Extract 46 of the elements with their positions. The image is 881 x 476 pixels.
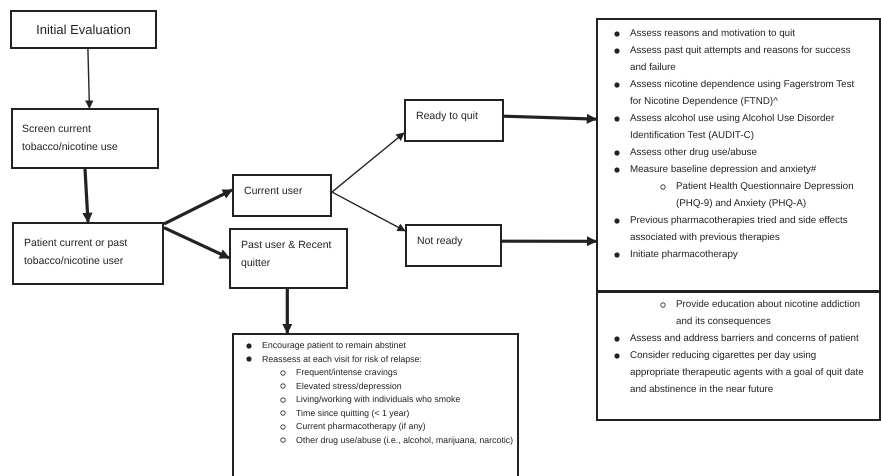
list-item: Assess alcohol use using Alcohol Use Disorder Identification Test (AUDIT-C) <box>630 113 834 141</box>
list-item: Frequent/intense cravings <box>296 367 398 377</box>
list-item: Elevated stress/depression <box>296 380 402 390</box>
list-box <box>596 291 881 421</box>
list-item: Assess past quit attempts and reasons for success and failure <box>630 45 851 73</box>
list-item: Time since quitting (< 1 year) <box>296 408 410 418</box>
arrow <box>163 188 233 226</box>
list-item: Current pharmacotherapy (if any) <box>296 421 426 431</box>
box-label: Not ready <box>417 234 464 249</box>
list-item: Assess other drug use/abuse <box>630 147 757 158</box>
arrow <box>85 48 94 109</box>
box-label: Past user & Recent quitter <box>241 238 332 271</box>
process-box <box>405 224 502 267</box>
list-item: Initiate pharmacotherapy <box>630 249 738 260</box>
list-item: Patient Health Questionnaire Depression (PHQ-9) and Anxiety (PHQ-A) <box>676 181 854 209</box>
arrow <box>332 132 405 193</box>
arrow <box>332 191 406 232</box>
box-label: Current user <box>244 184 304 199</box>
list-item: Assess reasons and motivation to quit <box>630 28 796 39</box>
list-item: Consider reducing cigarettes per day using appropriate therapeutic agents with a goal of quit date and abstinence in the near future <box>630 350 864 395</box>
list-item: Living/working with individuals who smoke <box>296 394 460 404</box>
list-item: Provide education about nicotine addiction and its consequences <box>676 299 860 327</box>
arrow <box>282 289 292 334</box>
box-label: Ready to quit <box>416 109 479 124</box>
process-box <box>229 228 348 289</box>
box-label: Patient current or past tobacco/nicotine user <box>24 236 128 269</box>
arrow <box>502 236 598 246</box>
process-box <box>404 99 504 142</box>
list-item: Assess and address barriers and concerns of patient <box>630 333 859 344</box>
process-box <box>11 108 159 169</box>
arrow <box>504 114 598 124</box>
list-item: Encourage patient to remain abstinet <box>262 340 406 350</box>
process-box <box>232 174 332 217</box>
list-item: Reassess at each visit for risk of relapse: <box>262 354 422 364</box>
arrow <box>82 168 93 224</box>
list-item: Assess nicotine dependence using Fagerstrom Test for Nicotine Dependence (FTND)^ <box>630 79 854 107</box>
process-box <box>12 222 164 285</box>
list-box <box>232 333 519 476</box>
list-item: Previous pharmacotherapies tried and side effects associated with previous therapies <box>630 215 848 243</box>
list-box <box>596 18 881 292</box>
list-item: Measure baseline depression and anxiety# <box>630 164 816 175</box>
box-label: Screen current tobacco/nicotine use <box>22 122 119 155</box>
list-item: Other drug use/abuse (i.e., alcohol, marijuana, narcotic) <box>296 434 514 444</box>
process-box <box>10 10 157 49</box>
box-label: Initial Evaluation <box>35 22 132 37</box>
arrow <box>163 226 230 260</box>
